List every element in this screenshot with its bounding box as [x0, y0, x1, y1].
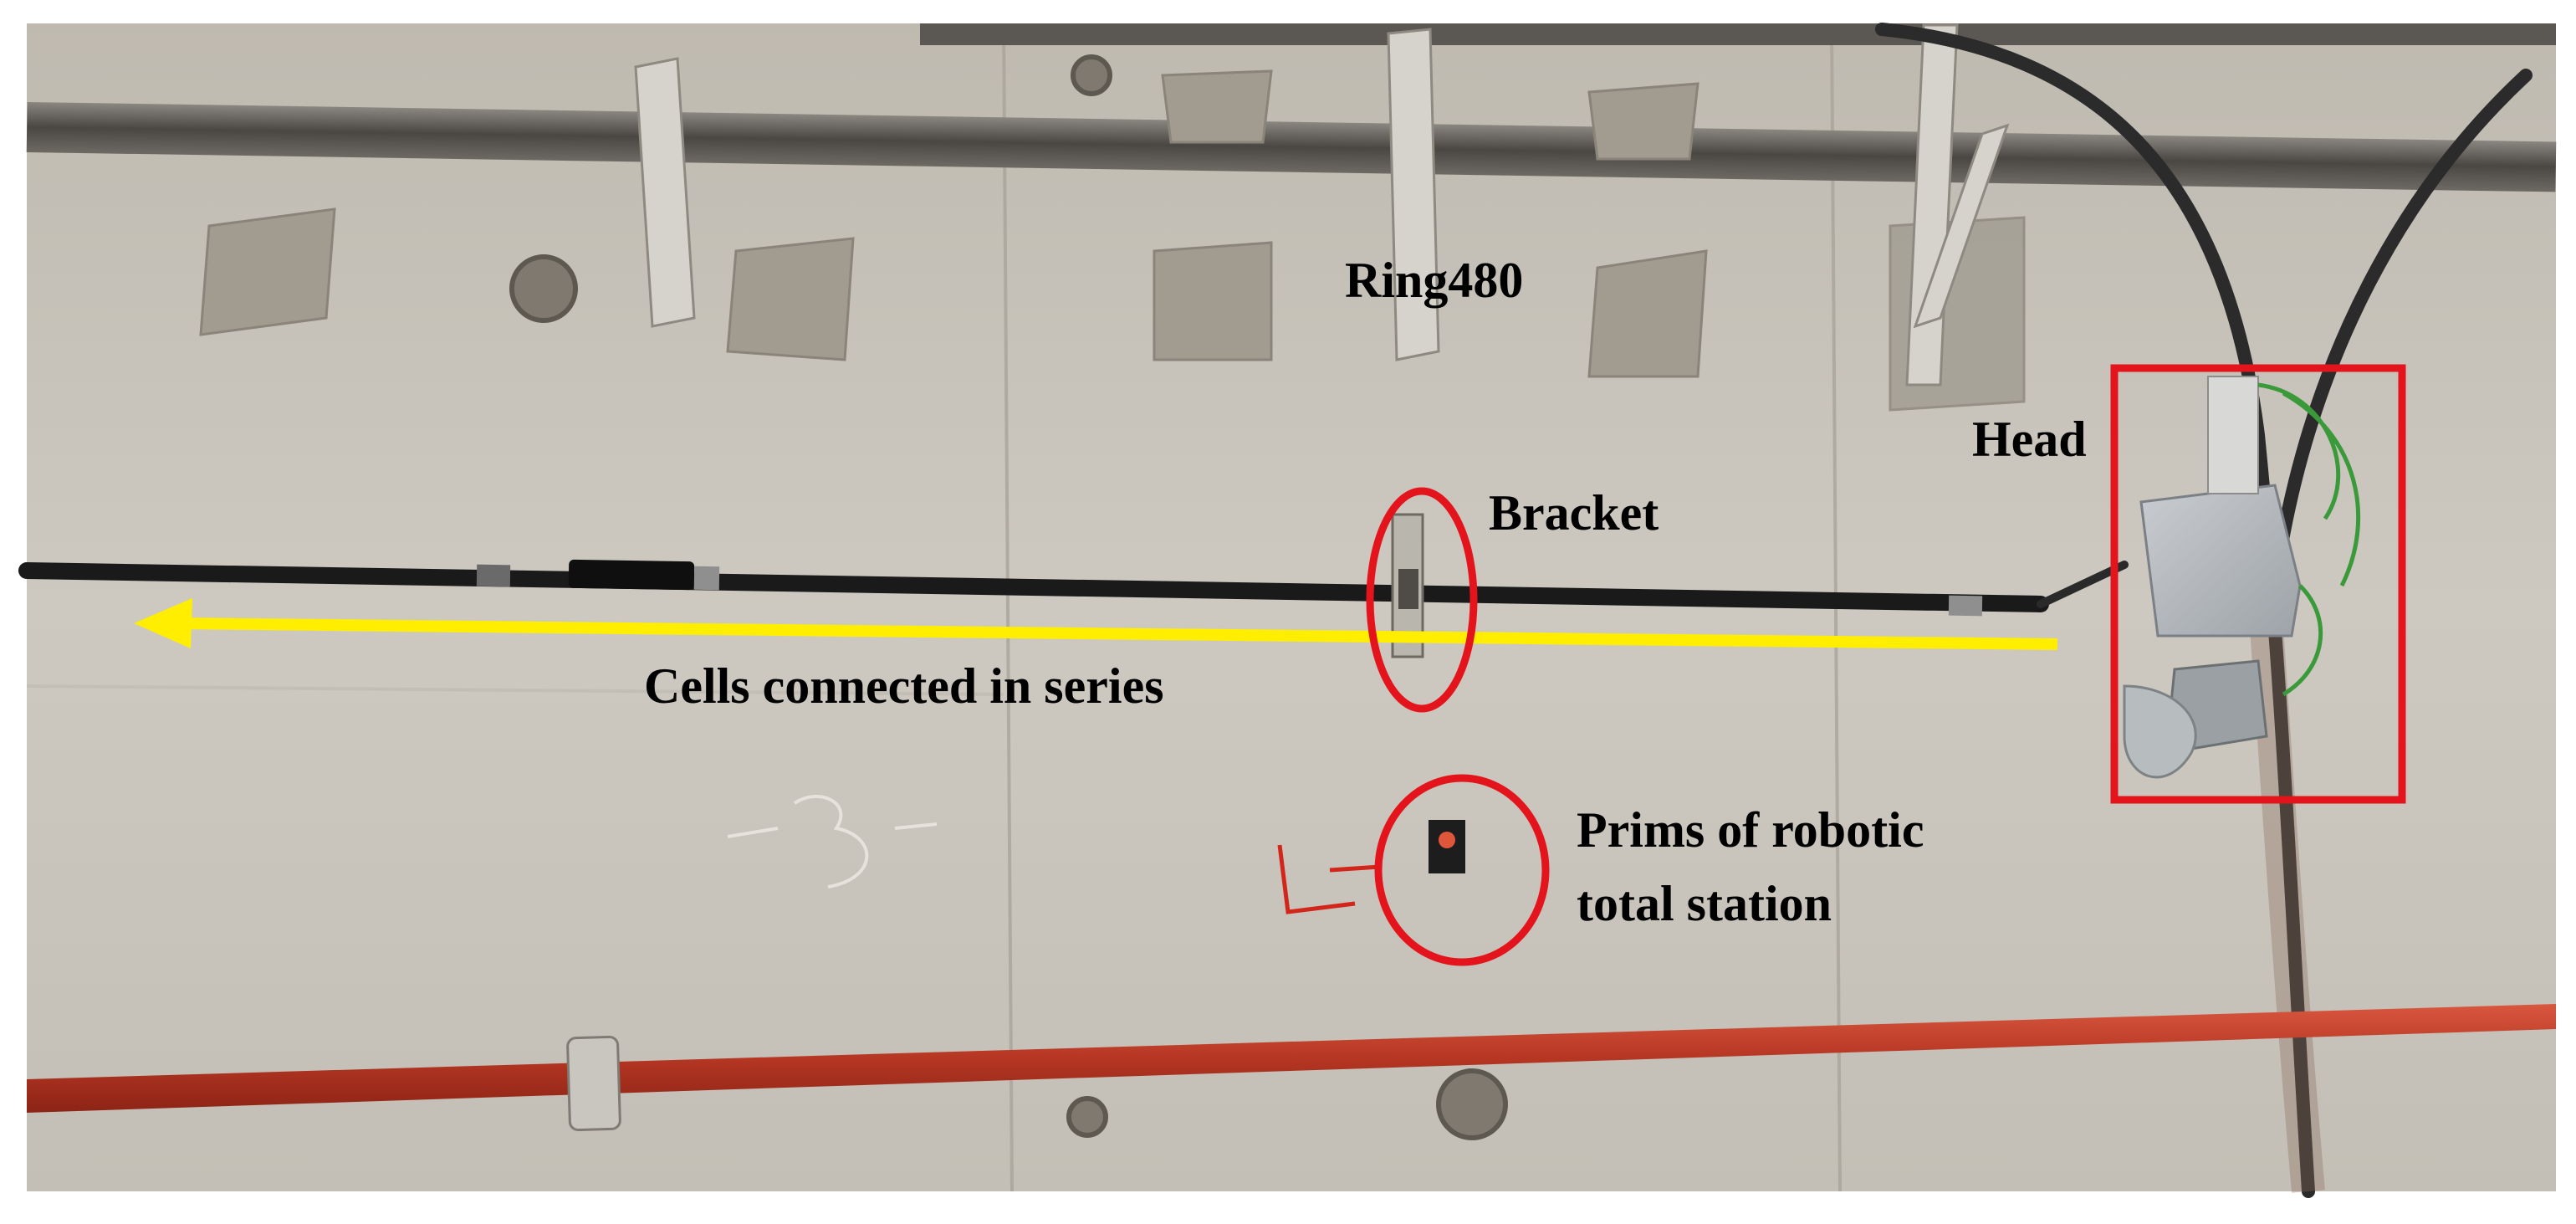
- bolt-pockets: [199, 69, 2026, 412]
- bracket-highlight-ellipse: [1366, 487, 1478, 713]
- series-direction-arrow: [134, 598, 2058, 650]
- prism-label-line1: Prims of robotic: [1577, 802, 1924, 858]
- head-junction-box: [2123, 376, 2361, 779]
- sensor-rod: [18, 559, 2129, 617]
- hanger-brackets: [634, 23, 2010, 387]
- concrete-wall: [27, 23, 2556, 1191]
- head-label: Head: [1972, 412, 2087, 467]
- head-highlight-box: [2110, 364, 2406, 804]
- prism-hardware: [1429, 820, 1465, 873]
- prism-label-line2: total station: [1577, 876, 1832, 931]
- overhead-beam-top: [920, 23, 2556, 45]
- cells-series-label: Cells connected in series: [644, 658, 1164, 714]
- ring480-label: Ring480: [1345, 253, 1523, 308]
- red-pipe: [27, 1004, 2556, 1132]
- chalk-marks: [727, 794, 938, 889]
- bracket-label: Bracket: [1489, 485, 1659, 540]
- prism-highlight-circle: [1374, 774, 1550, 966]
- grout-holes: [509, 54, 1508, 1140]
- red-chalk-marks: [1277, 844, 1381, 914]
